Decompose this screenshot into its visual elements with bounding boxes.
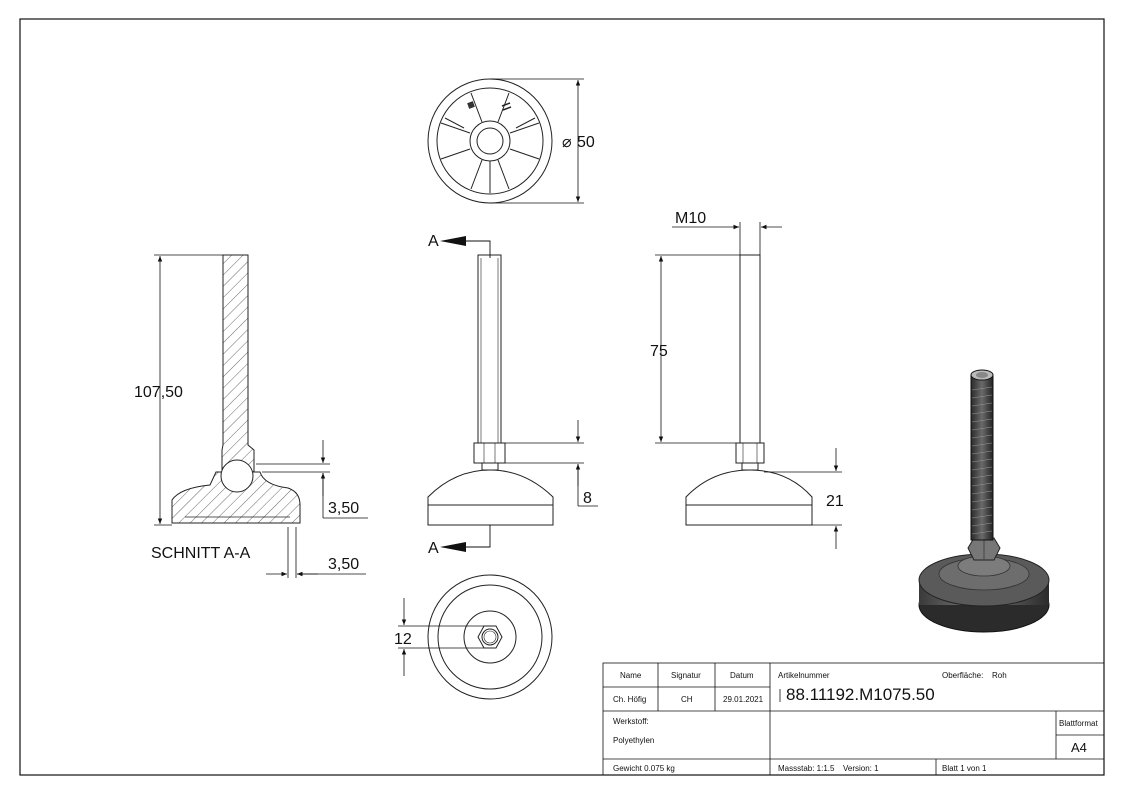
section-marker-top: A	[428, 233, 439, 250]
title-gewicht: Gewicht 0.075 kg	[613, 764, 675, 773]
diameter-dimension	[490, 78, 584, 204]
stem-length-label: 75	[650, 343, 668, 360]
front-view	[427, 254, 554, 526]
diameter-symbol: ⌀	[562, 134, 572, 151]
section-marker-bottom: A	[428, 540, 439, 557]
total-height-label: 107,50	[134, 384, 183, 401]
hex-size-label: 12	[394, 631, 412, 648]
sheet-border	[19, 18, 1105, 776]
nut-height-dimension	[505, 420, 598, 507]
section-arrow-top	[440, 236, 466, 246]
title-artikel-label: Artikelnummer	[778, 671, 830, 680]
section-caption: SCHNITT A-A	[151, 545, 251, 562]
section-offset-bottom-dimension	[266, 527, 366, 578]
title-name-value: Ch. Höfig	[613, 695, 646, 704]
section-offset-top-label: 3,50	[328, 500, 359, 517]
section-cut-marks	[442, 240, 491, 548]
title-massstab: Massstab: 1:1.5	[778, 764, 835, 773]
title-werkstoff-label: Werkstoff:	[613, 717, 649, 726]
title-blattformat-label: Blattformat	[1059, 719, 1098, 728]
title-col-name: Name	[620, 671, 642, 680]
title-datum-value: 29.01.2021	[723, 695, 764, 704]
title-col-signatur: Signatur	[671, 671, 701, 680]
section-offset-top-dimension	[256, 440, 368, 519]
title-signatur-value: CH	[681, 695, 693, 704]
total-height-dimension	[154, 254, 223, 526]
thread-dimension	[672, 222, 782, 255]
side-view	[685, 254, 813, 526]
thread-label: M10	[675, 210, 706, 227]
nut-height-label: 8	[583, 490, 592, 507]
title-werkstoff-value: Polyethylen	[613, 736, 654, 745]
bottom-view	[427, 574, 553, 700]
title-oberflaeche-value: Roh	[992, 671, 1007, 680]
title-artikel-number: 88.11192.M1075.50	[786, 685, 935, 704]
isometric-view	[918, 369, 1050, 633]
title-blattformat-value: A4	[1071, 740, 1087, 755]
foot-height-dimension	[764, 448, 842, 549]
title-version: Version: 1	[843, 764, 879, 773]
title-block	[602, 662, 1105, 776]
title-blatt: Blatt 1 von 1	[942, 764, 987, 773]
diameter-label: 50	[577, 134, 595, 151]
title-oberflaeche-label: Oberfläche:	[942, 671, 983, 680]
section-view	[171, 254, 301, 524]
section-arrow-bottom	[440, 542, 466, 552]
section-offset-bottom-label: 3,50	[328, 556, 359, 573]
hex-size-dimension	[398, 598, 484, 676]
stem-length-dimension	[655, 254, 740, 444]
title-col-datum: Datum	[730, 671, 754, 680]
foot-height-label: 21	[826, 493, 844, 510]
top-view	[427, 78, 553, 204]
